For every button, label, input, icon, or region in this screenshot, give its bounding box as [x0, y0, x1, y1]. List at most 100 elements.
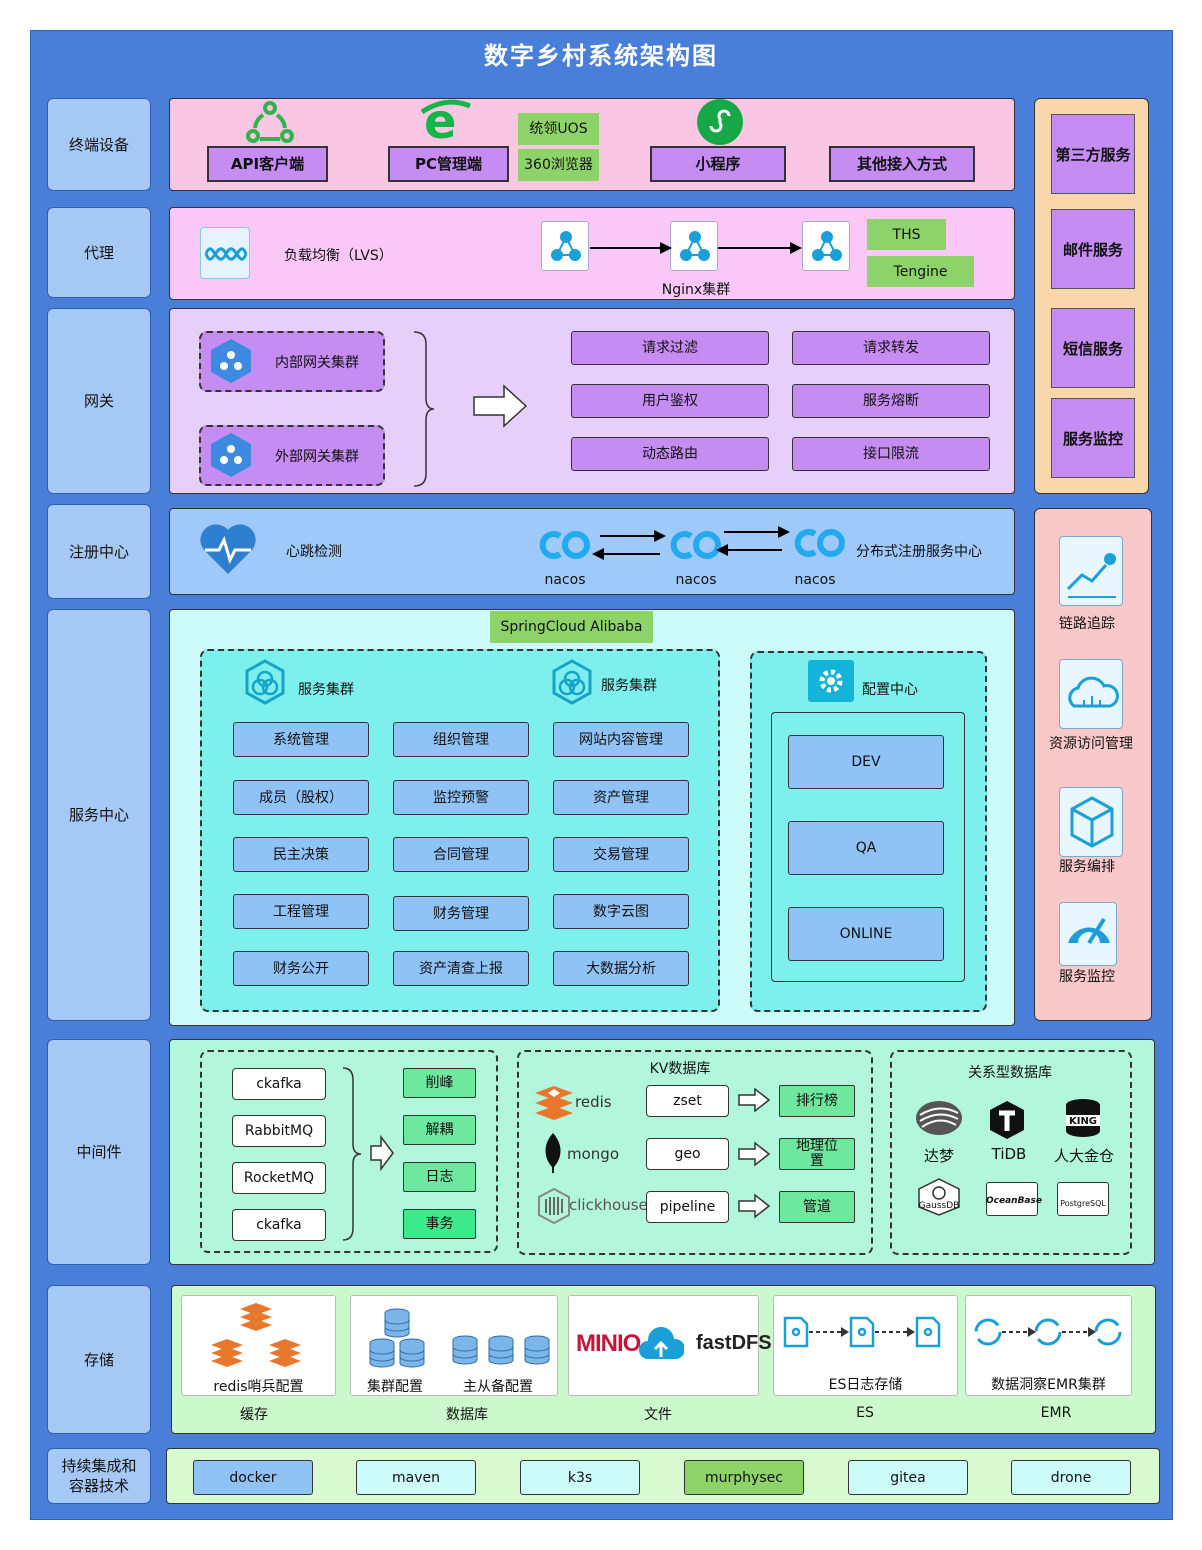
- kv-struct: geo: [646, 1138, 729, 1170]
- database-cylinder-icon: [368, 1338, 396, 1368]
- api-client-button[interactable]: API客户端: [207, 146, 328, 182]
- postgresql-logo-icon: [1057, 1182, 1109, 1216]
- service-module: 财务公开: [233, 951, 369, 986]
- kingbase-logo-icon: [1064, 1097, 1102, 1139]
- springcloud-tag: SpringCloud Alibaba: [490, 611, 653, 643]
- external-gateway-label: 外部网关集群: [275, 449, 359, 465]
- clickhouse-label: clickhouse: [569, 1196, 648, 1214]
- miniapp-button[interactable]: 小程序: [650, 146, 786, 182]
- service-cluster-icon: [244, 659, 286, 705]
- ci-band: [166, 1448, 1160, 1504]
- service-module: 交易管理: [553, 837, 689, 872]
- kv-use: 地理位置: [779, 1138, 855, 1170]
- service-module: 资产清查上报: [393, 951, 529, 986]
- pc-admin-button[interactable]: PC管理端: [388, 146, 509, 182]
- redis-stack-icon: [238, 1302, 274, 1332]
- cluster-config-label: 集群配置: [367, 1379, 423, 1395]
- dameng-logo-icon: [914, 1097, 964, 1139]
- rdb-name: TiDB: [991, 1145, 1027, 1163]
- kv-arrow: [738, 1141, 771, 1167]
- mq-item: ckafka: [232, 1209, 326, 1241]
- kv-struct: pipeline: [646, 1191, 729, 1223]
- gaussdb-logo-icon: [916, 1177, 962, 1217]
- ci-tool: k3s: [520, 1460, 640, 1495]
- kv-arrow: [738, 1193, 771, 1219]
- nginx-node-icon: [670, 221, 718, 271]
- ci-tool: drone: [1011, 1460, 1131, 1495]
- diagram-title: 数字乡村系统架构图: [484, 42, 718, 70]
- mongo-label: mongo: [567, 1145, 619, 1163]
- nacos-logo-icon: [791, 526, 847, 560]
- cloud-icon: [1059, 659, 1123, 729]
- heartbeat-icon: [199, 522, 257, 576]
- gateway-brace: [413, 331, 435, 487]
- service-monitor-label: 服务监控: [1059, 969, 1115, 985]
- kv-struct: zset: [646, 1085, 729, 1117]
- gateway-function: 接口限流: [792, 437, 990, 471]
- api-client-icon: [245, 101, 295, 145]
- layer-label-proxy: 代理: [47, 207, 151, 298]
- gateway-function: 请求转发: [792, 331, 990, 365]
- sms-service: 短信服务: [1051, 308, 1135, 388]
- storage-caption: ES: [856, 1405, 874, 1421]
- gear-icon: [808, 660, 854, 702]
- nginx-cluster-label: Nginx集群: [661, 282, 731, 298]
- other-access-button[interactable]: 其他接入方式: [829, 146, 975, 182]
- service-module: 合同管理: [393, 837, 529, 872]
- mq-item: RabbitMQ: [232, 1115, 326, 1147]
- mq-use: 解耦: [403, 1115, 476, 1145]
- registry-band: [169, 508, 1015, 595]
- nacos-logo-icon: [536, 528, 592, 562]
- ie-browser-icon: e: [420, 94, 472, 150]
- ci-tool: docker: [193, 1460, 313, 1495]
- redis-logo-icon: [533, 1084, 575, 1120]
- env-dev: DEV: [788, 735, 944, 789]
- service-cluster-label: 服务集群: [298, 682, 354, 698]
- load-balancer-icon: [200, 227, 250, 279]
- emr-pipeline-icon: [974, 1318, 1122, 1346]
- service-module: 数字云图: [553, 894, 689, 929]
- redis-label: redis: [575, 1093, 612, 1111]
- gauge-icon: [1059, 902, 1117, 966]
- gateway-hex-icon: [207, 431, 255, 479]
- rdb-title: 关系型数据库: [968, 1065, 1052, 1081]
- layer-label-middleware: 中间件: [47, 1039, 151, 1265]
- mq-use: 事务: [403, 1209, 476, 1239]
- kv-arrow: [738, 1087, 771, 1113]
- service-module: 大数据分析: [553, 951, 689, 986]
- kv-use: 排行榜: [779, 1085, 855, 1117]
- gateway-function: 动态路由: [571, 437, 769, 471]
- redis-sentinel-label: redis哨兵配置: [213, 1379, 304, 1395]
- kv-use: 管道: [779, 1191, 855, 1223]
- service-cluster-label: 服务集群: [601, 678, 657, 694]
- database-cylinder-icon: [383, 1308, 411, 1338]
- mq-container: [200, 1050, 498, 1253]
- ci-tool: gitea: [848, 1460, 968, 1495]
- internal-gateway-label: 内部网关集群: [275, 355, 359, 371]
- browser-360-tag: 360浏览器: [518, 149, 599, 181]
- layer-label-gateway: 网关: [47, 308, 151, 494]
- minio-logo: MINIO: [576, 1330, 641, 1357]
- storage-caption: 数据库: [446, 1407, 488, 1423]
- heartbeat-label: 心跳检测: [286, 544, 342, 560]
- mq-use: 削峰: [403, 1068, 476, 1098]
- gaussdb-logo-text: GaussDB: [918, 1201, 960, 1211]
- trend-chart-icon: [1059, 536, 1123, 606]
- service-module: 成员（股权）: [233, 780, 369, 815]
- emr-label: 数据洞察EMR集群: [991, 1377, 1106, 1393]
- redis-stack-icon: [267, 1338, 303, 1368]
- mongo-leaf-icon: [541, 1132, 565, 1174]
- database-cylinder-icon: [487, 1335, 515, 1365]
- tracing-label: 链路追踪: [1059, 616, 1115, 632]
- ci-tool: murphysec: [684, 1460, 804, 1495]
- nacos-label: nacos: [794, 572, 836, 588]
- email-service: 邮件服务: [1051, 209, 1135, 289]
- lvs-label: 负载均衡（LVS）: [284, 248, 393, 264]
- kv-title: KV数据库: [649, 1061, 711, 1077]
- service-module: 组织管理: [393, 722, 529, 757]
- clickhouse-logo-icon: [537, 1187, 571, 1225]
- kingbase-logo-text: KING: [1068, 1116, 1098, 1127]
- rdb-container: [890, 1050, 1132, 1255]
- kv-container: [517, 1050, 873, 1255]
- oceanbase-logo-icon: [986, 1182, 1038, 1216]
